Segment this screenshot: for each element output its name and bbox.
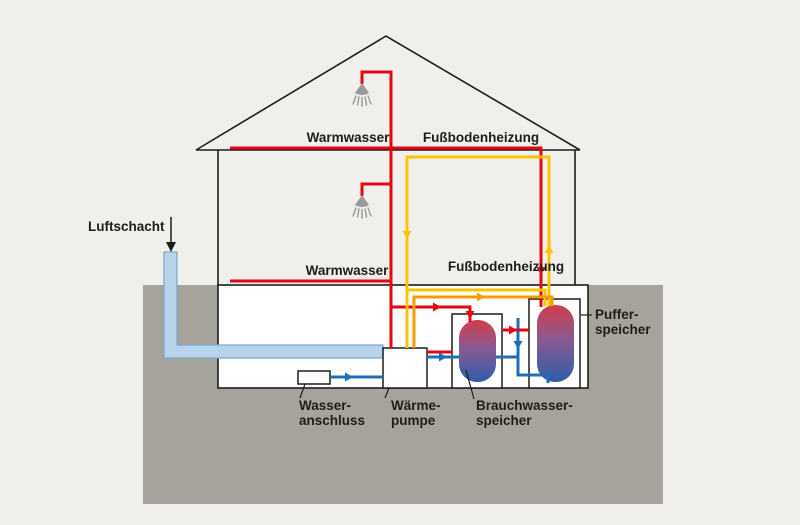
heat-pump-box	[382, 347, 428, 389]
flow-arrow	[509, 325, 517, 335]
brauchwasserspeicher-label-line1: Brauchwasser-	[476, 398, 573, 413]
roof-outline	[195, 35, 581, 151]
pufferspeicher-label-line2: speicher	[595, 322, 651, 337]
arrow-down-icon	[166, 242, 176, 252]
house-outline	[195, 35, 581, 285]
fussbodenheizung-upper-label: Fußbodenheizung	[423, 130, 539, 145]
label-leader	[465, 369, 475, 400]
shower-lower	[352, 195, 372, 219]
flow-arrow	[345, 372, 353, 382]
water-connection-box	[297, 370, 331, 385]
shower-spray	[352, 95, 372, 107]
air-duct	[163, 251, 384, 359]
pipe-cold-buffer-return	[516, 318, 548, 377]
warmwasser-lower-label: Warmwasser	[306, 263, 390, 278]
pipes-front	[230, 70, 554, 383]
flow-arrow	[477, 292, 485, 302]
wasseranschluss-label-line2: anschluss	[299, 413, 365, 428]
pipe-hot-riser	[360, 70, 393, 348]
label-leader	[299, 383, 306, 399]
label-leader	[384, 387, 390, 399]
warmwasser-upper-label: Warmwasser	[307, 130, 391, 145]
flow-arrow	[544, 245, 554, 253]
buffer-tank	[537, 305, 574, 382]
shower-head-icon	[355, 83, 369, 95]
luftschacht-arrow	[166, 217, 176, 252]
shower-head-icon	[355, 195, 369, 207]
flow-arrow	[439, 352, 447, 362]
pipe-floorheating-loop-lower	[407, 288, 547, 306]
flow-arrow	[465, 311, 475, 319]
pipe-floorheating-loop-upper	[405, 155, 551, 348]
pipe-hot-shower-branch	[360, 182, 391, 196]
shower-upper	[352, 83, 372, 107]
flow-arrow	[402, 231, 412, 239]
wasseranschluss-label-line1: Wasser-	[299, 398, 351, 413]
flow-arrows	[345, 231, 554, 382]
flow-arrow	[513, 341, 523, 349]
brauchwasserspeicher-label-line2: speicher	[476, 413, 532, 428]
dhw-tank	[459, 320, 496, 382]
luftschacht-label: Luftschacht	[88, 219, 165, 234]
flow-arrow	[536, 267, 546, 275]
waermepumpe-label-line2: pumpe	[391, 413, 436, 428]
waermepumpe-label-line1: Wärme-	[391, 398, 441, 413]
flow-arrow	[433, 302, 441, 312]
pufferspeicher-label-line1: Puffer-	[595, 307, 639, 322]
pipe-hot-attic-run	[230, 146, 543, 307]
shower-spray	[352, 207, 372, 219]
fussbodenheizung-lower-label: Fußbodenheizung	[448, 259, 564, 274]
